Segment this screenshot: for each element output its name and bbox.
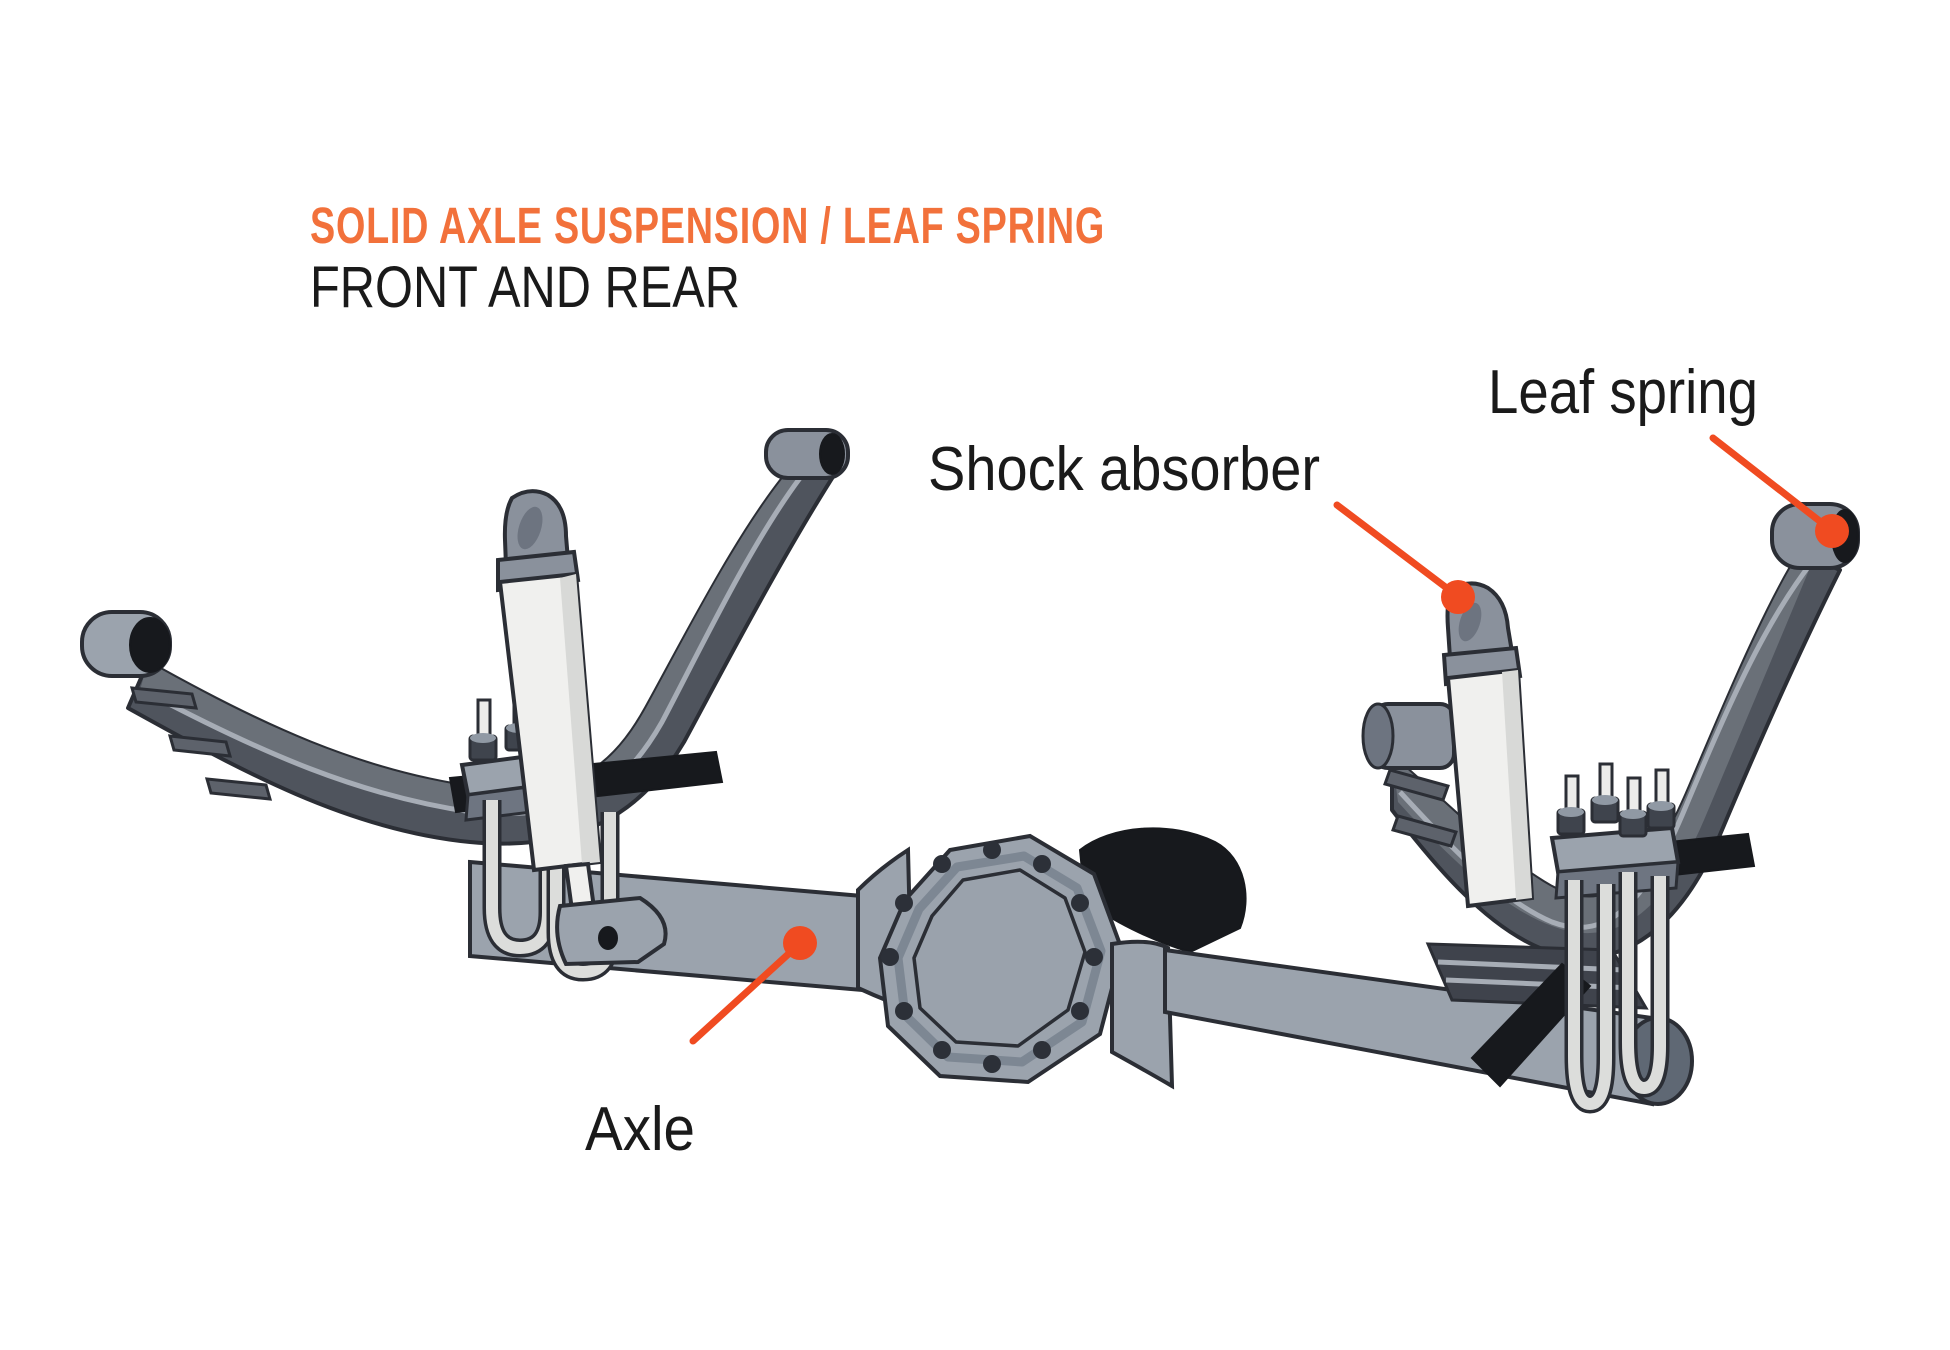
differential-gasket-ring	[893, 851, 1106, 1067]
callout-dot-shock-absorber	[1441, 580, 1475, 614]
callout-line-leaf-spring	[1709, 434, 1830, 530]
shock-body-right-shade	[1502, 670, 1532, 900]
callout-axle	[689, 926, 817, 1045]
spring-eye-hole	[129, 617, 171, 673]
leaf-spring-right-top-surface	[1392, 552, 1814, 934]
clamp-studs-right	[1556, 762, 1676, 838]
page-subtitle: FRONT AND REAR	[310, 255, 740, 320]
callout-leaf-spring	[1709, 434, 1849, 548]
callout-dot-axle	[783, 926, 817, 960]
spring-plate-right-front	[1470, 962, 1592, 1088]
bump-stop-right-face	[1361, 702, 1395, 770]
axle-flare-right	[1110, 939, 1175, 1090]
leaf-end-step	[129, 686, 199, 710]
shock-body-left-shade	[560, 574, 600, 864]
leaf-end-step	[1383, 768, 1450, 802]
leaf-gap-line	[1437, 959, 1625, 973]
label-leaf-spring: Leaf spring	[1488, 358, 1758, 427]
shock-absorber-left	[496, 489, 668, 967]
u-bolts-right	[1564, 872, 1670, 1114]
pinion-silhouette	[1078, 827, 1247, 954]
spring-clamp-right	[1470, 762, 1756, 1114]
clamp-plate-right-face	[1554, 860, 1680, 900]
leaf-end-step	[167, 734, 233, 758]
leaf-end-step	[204, 777, 273, 801]
shock-mount-bolt-hole	[598, 926, 618, 950]
shock-absorber-right	[1441, 581, 1535, 909]
spring-eye-hole	[819, 433, 845, 475]
callout-line-axle	[689, 944, 799, 1045]
leaf-spring-right-lower-leaves	[1425, 942, 1649, 1010]
callout-shock-absorber	[1333, 501, 1475, 614]
page-title: SOLID AXLE SUSPENSION / LEAF SPRING	[310, 197, 1105, 254]
differential-cover-face	[912, 868, 1087, 1048]
shock-bushing-left	[517, 506, 543, 550]
differential-bolts	[881, 841, 1103, 1073]
leaf-spring-left-top-surface	[140, 460, 812, 812]
label-axle: Axle	[585, 1095, 695, 1164]
label-shock-absorber: Shock absorber	[928, 435, 1320, 504]
callout-dot-leaf-spring	[1815, 514, 1849, 548]
leaf-end-step	[1391, 814, 1458, 848]
callout-line-shock-absorber	[1333, 501, 1456, 596]
